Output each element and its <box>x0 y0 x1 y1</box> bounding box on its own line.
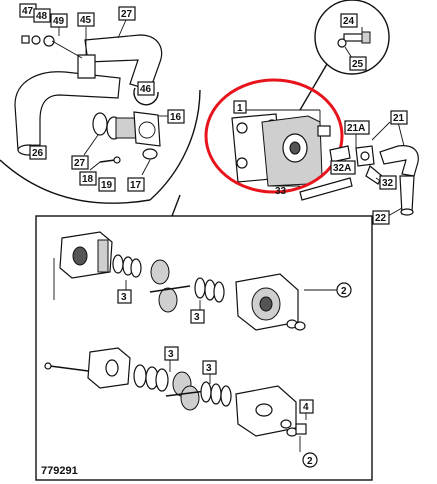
callout-2-a: 2 <box>336 282 352 298</box>
callout-16: 16 <box>167 109 185 124</box>
svg-text:49: 49 <box>53 16 65 27</box>
callout-46: 46 <box>137 81 155 96</box>
svg-text:3: 3 <box>194 312 200 323</box>
svg-text:32A: 32A <box>333 163 351 174</box>
callout-33: 33 <box>270 185 300 197</box>
svg-text:3: 3 <box>206 363 212 374</box>
callout-2-b: 2 <box>302 452 318 468</box>
svg-text:19: 19 <box>101 180 113 191</box>
svg-text:46: 46 <box>140 84 152 95</box>
svg-text:21: 21 <box>393 113 405 124</box>
callout-24: 24 <box>340 13 358 28</box>
svg-text:18: 18 <box>82 174 94 185</box>
highlight-circle <box>204 78 344 194</box>
svg-text:2: 2 <box>307 456 313 467</box>
svg-text:25: 25 <box>352 59 364 70</box>
svg-text:26: 26 <box>32 148 44 159</box>
box-connector-line <box>171 194 181 217</box>
callout-18: 18 <box>79 171 97 186</box>
fittings-right <box>299 121 419 217</box>
callout-3-a: 3 <box>117 289 132 304</box>
svg-text:48: 48 <box>36 11 48 22</box>
callout-45: 45 <box>77 12 95 27</box>
callout-17: 17 <box>127 177 145 192</box>
svg-text:32: 32 <box>382 178 394 189</box>
callout-3-d: 3 <box>202 360 217 375</box>
callout-32: 32 <box>379 175 397 190</box>
callout-3-c: 3 <box>164 346 179 361</box>
svg-text:3: 3 <box>121 292 127 303</box>
svg-text:33: 33 <box>275 186 287 197</box>
callout-49: 49 <box>50 13 68 28</box>
svg-text:16: 16 <box>170 112 182 123</box>
exploded-view-box <box>35 215 373 481</box>
callout-27-upper: 27 <box>118 6 136 21</box>
svg-text:47: 47 <box>22 6 34 17</box>
callout-21a: 21A <box>344 120 370 135</box>
svg-text:3: 3 <box>168 349 174 360</box>
callout-32a: 32A <box>330 160 356 175</box>
svg-text:2: 2 <box>341 286 347 297</box>
detail-circle-bolt <box>299 0 390 111</box>
callout-19: 19 <box>98 177 116 192</box>
svg-text:1: 1 <box>237 103 243 114</box>
svg-text:45: 45 <box>80 15 92 26</box>
svg-text:22: 22 <box>375 213 387 224</box>
callout-3-b: 3 <box>190 309 205 324</box>
callout-48: 48 <box>33 8 51 23</box>
figure-id: 779291 <box>41 465 78 477</box>
callout-4: 4 <box>299 399 314 414</box>
svg-text:24: 24 <box>343 16 355 27</box>
callout-26: 26 <box>29 145 47 160</box>
callout-25: 25 <box>349 56 367 71</box>
svg-text:27: 27 <box>121 9 133 20</box>
svg-text:27: 27 <box>74 158 86 169</box>
svg-text:21A: 21A <box>347 123 365 134</box>
callout-21: 21 <box>390 110 408 125</box>
callout-1: 1 <box>233 100 247 114</box>
callout-27-lower: 27 <box>71 155 89 170</box>
svg-text:17: 17 <box>130 180 142 191</box>
callout-22: 22 <box>372 210 390 225</box>
svg-text:4: 4 <box>303 402 309 413</box>
exploded-pump-upper <box>53 231 338 331</box>
exploded-pump-lower <box>44 347 307 452</box>
pump-assembly <box>231 109 331 187</box>
